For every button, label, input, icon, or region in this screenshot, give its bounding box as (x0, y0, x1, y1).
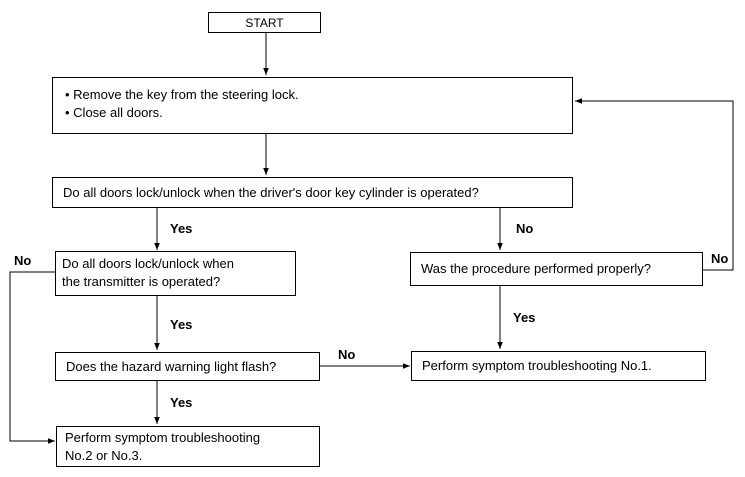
yes-label-q1: Yes (170, 221, 193, 236)
connector-q3-loop-back (575, 98, 734, 271)
question-1-box: Do all doors lock/unlock when the driver… (52, 177, 573, 208)
question-4-text: Does the hazard warning light flash? (66, 358, 277, 374)
question-3-text: Was the procedure performed properly? (421, 261, 652, 276)
question-1-text: Do all doors lock/unlock when the driver… (63, 184, 479, 200)
step1-bullet-1: • Remove the key from the steering lock. (65, 87, 299, 102)
result-1-text: Perform symptom troubleshooting No.1. (422, 358, 652, 373)
yes-label-q3: Yes (513, 310, 536, 325)
question-2-box: Do all doors lock/unlock when the transm… (55, 251, 296, 296)
step1-bullet-1-text: Remove the key from the steering lock. (73, 87, 299, 102)
question-3-box: Was the procedure performed properly? (410, 252, 703, 286)
yes-label-q4: Yes (170, 395, 193, 410)
result-2-line-2: No.2 or No.3. (65, 448, 143, 463)
step1-bullet-2: • Close all doors. (65, 105, 163, 120)
start-box: START (208, 12, 321, 33)
no-label-q1: No (516, 221, 534, 236)
question-4-box: Does the hazard warning light flash? (55, 352, 320, 381)
start-label: START (245, 15, 284, 30)
result-1-box: Perform symptom troubleshooting No.1. (411, 351, 706, 381)
yes-label-q2: Yes (170, 317, 193, 332)
step1-bullet-2-text: Close all doors. (73, 105, 163, 120)
result-2-box: Perform symptom troubleshooting No.2 or … (56, 426, 320, 467)
no-label-q2: No (14, 253, 32, 268)
question-2-line-2: the transmitter is operated? (62, 274, 221, 289)
no-label-q3: No (711, 251, 729, 266)
no-label-q4: No (338, 347, 356, 362)
connector-q2-result2 (9, 271, 55, 444)
step1-box: • Remove the key from the steering lock.… (52, 77, 573, 134)
question-2-line-1: Do all doors lock/unlock when (62, 256, 234, 271)
result-2-line-1: Perform symptom troubleshooting (65, 430, 261, 445)
